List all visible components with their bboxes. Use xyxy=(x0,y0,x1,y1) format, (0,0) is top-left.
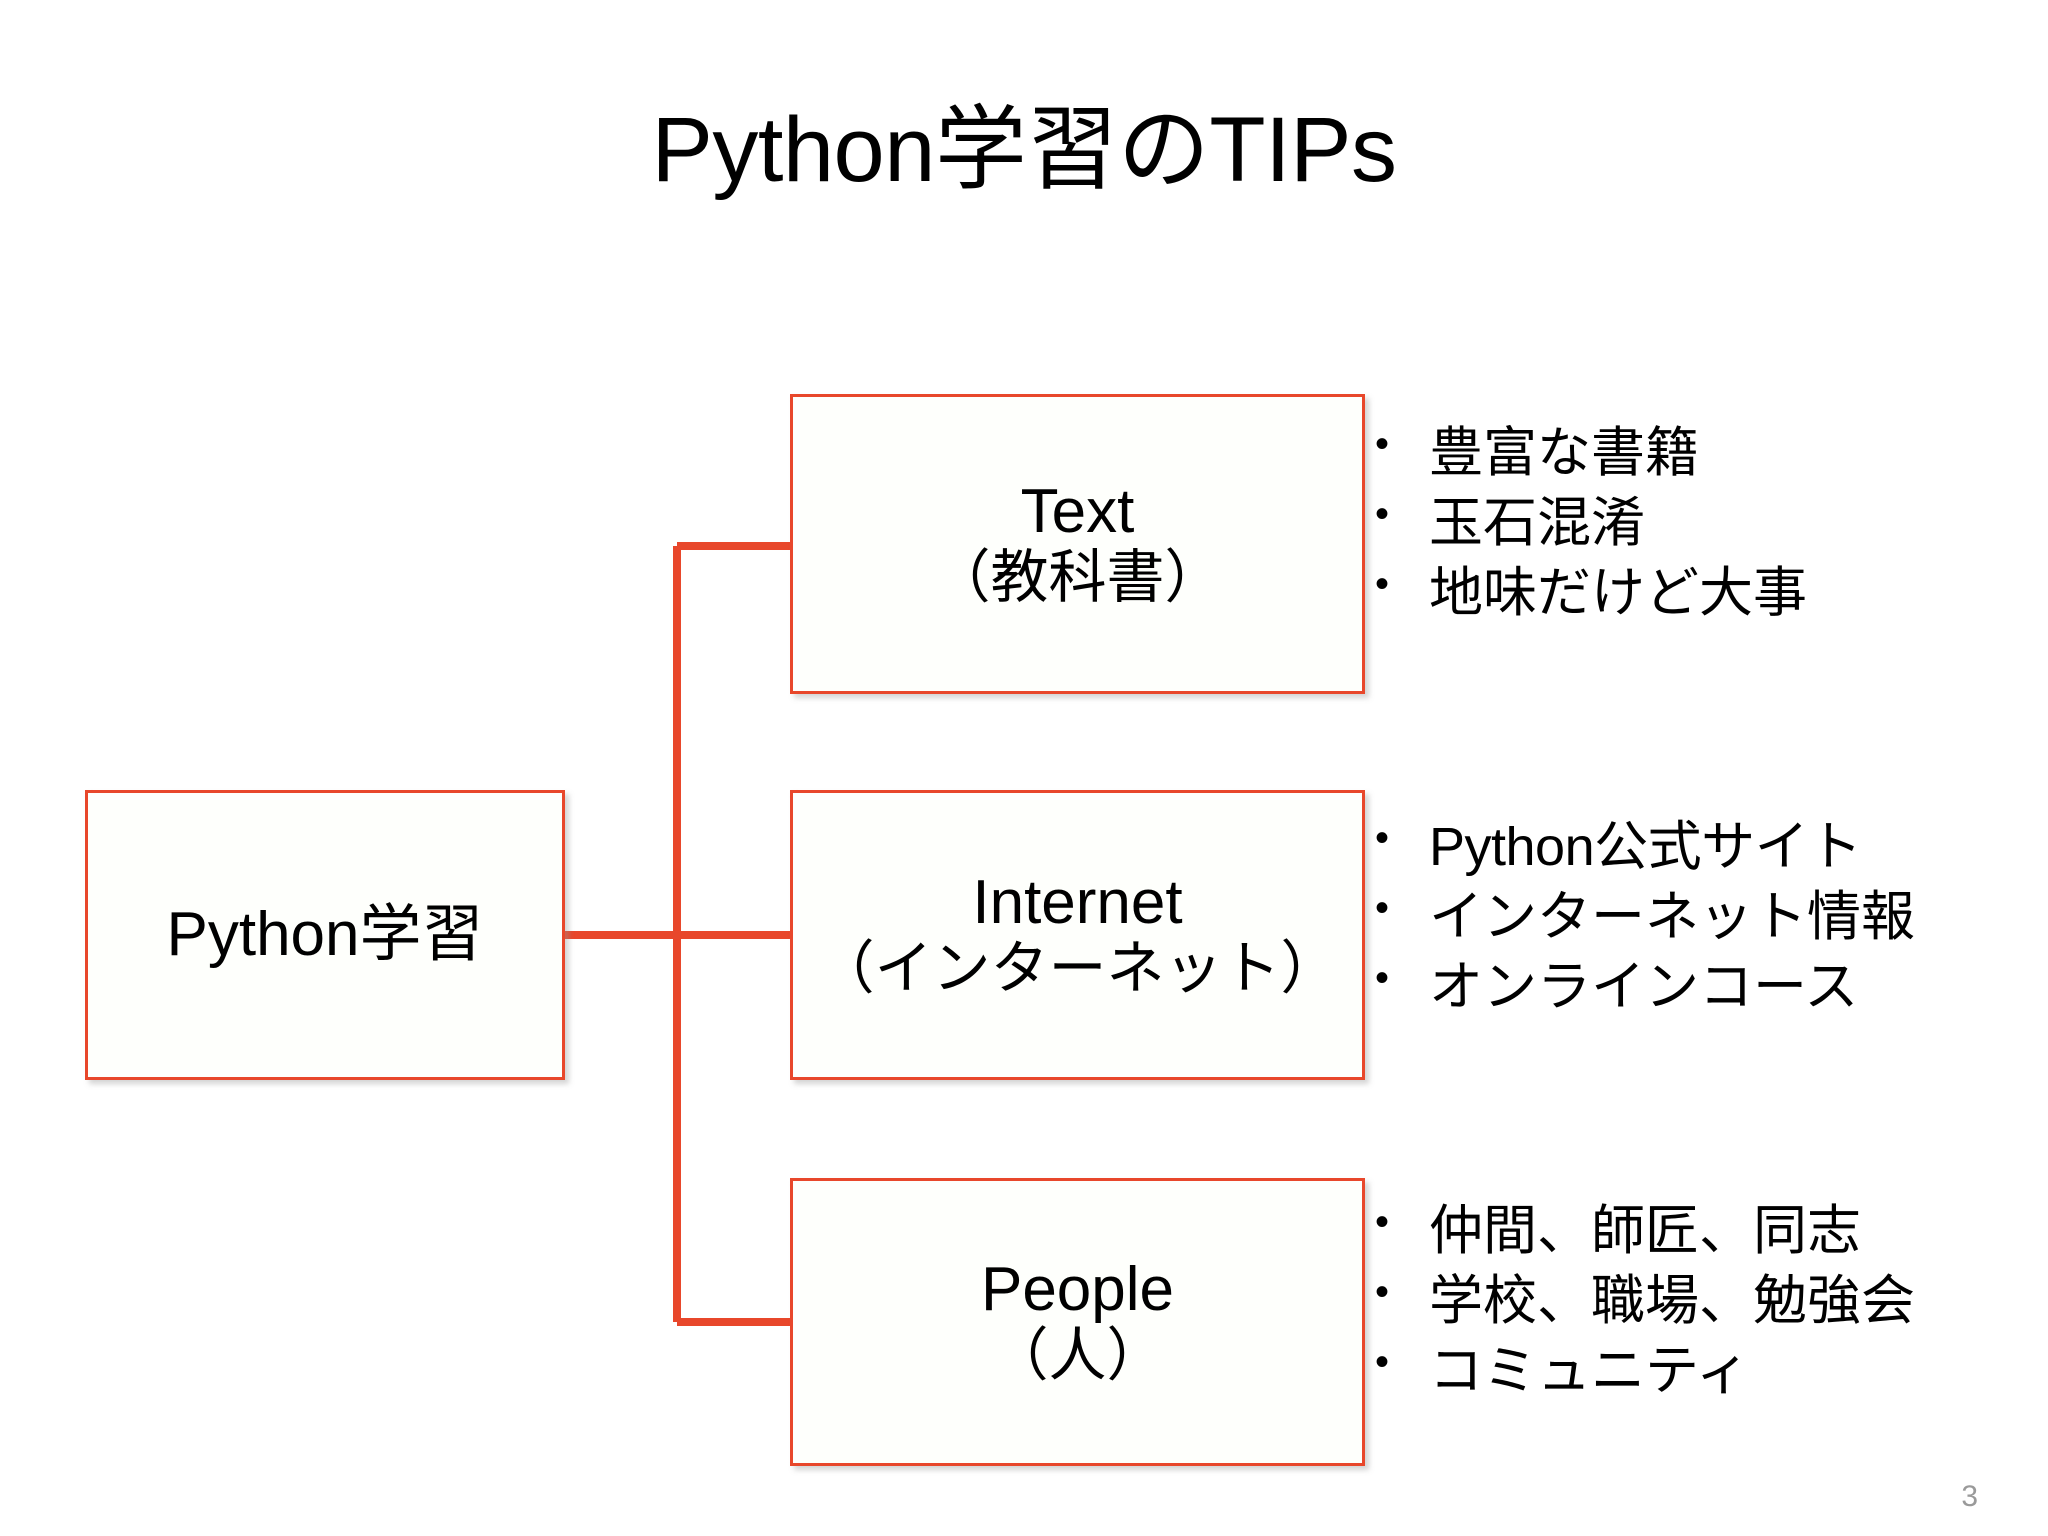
bullet-icon: • xyxy=(1375,562,1390,607)
bullet-icon: • xyxy=(1375,1340,1390,1385)
bullet-icon: • xyxy=(1375,1200,1390,1244)
node-title-text-jp: （教科書） xyxy=(932,545,1223,611)
bullet-label: Python公式サイト xyxy=(1429,817,1862,877)
bullet-label: 仲間、師匠、同志 xyxy=(1429,1201,1861,1261)
bullet-label: オンラインコース xyxy=(1429,957,1859,1018)
root-label: Python学習 xyxy=(166,900,484,970)
bullet-icon: • xyxy=(1375,816,1390,860)
node-box-internet[interactable]: Internet （インターネット） xyxy=(790,790,1365,1080)
node-title-internet-en: Internet xyxy=(972,867,1183,937)
page-number: 3 xyxy=(1961,1480,1978,1513)
list-item: • オンラインコース xyxy=(1375,952,2015,1022)
bullet-icon: • xyxy=(1375,492,1390,537)
list-item: • インターネット情報 xyxy=(1375,882,2015,952)
bullet-label: 豊富な書籍 xyxy=(1429,423,1699,483)
bullet-label: 玉石混淆 xyxy=(1429,493,1645,554)
node-box-text[interactable]: Text （教科書） xyxy=(790,394,1365,694)
bullet-icon: • xyxy=(1375,956,1390,1001)
list-item: • 玉石混淆 xyxy=(1375,488,2015,558)
list-item: • コミュニティ xyxy=(1375,1336,2015,1406)
bullet-list-people: • 仲間、師匠、同志 • 学校、職場、勉強会 • コミュニティ xyxy=(1375,1196,2015,1407)
list-item: • 学校、職場、勉強会 xyxy=(1375,1266,2015,1336)
node-title-people-en: People xyxy=(980,1254,1175,1324)
bullet-list-internet: • Python公式サイト • インターネット情報 • オンラインコース xyxy=(1375,812,2015,1023)
bullet-label: 学校、職場、勉強会 xyxy=(1429,1271,1915,1332)
list-item: • 地味だけど大事 xyxy=(1375,558,2015,628)
node-title-people-jp: （人） xyxy=(990,1323,1165,1389)
bullet-label: インターネット情報 xyxy=(1429,887,1915,948)
bullet-icon: • xyxy=(1375,422,1390,466)
page-title: Python学習のTIPs xyxy=(651,99,1397,201)
list-item: • 豊富な書籍 xyxy=(1375,418,2015,488)
list-item: • 仲間、師匠、同志 xyxy=(1375,1196,2015,1266)
node-box-root[interactable]: Python学習 xyxy=(85,790,565,1080)
bullet-icon: • xyxy=(1375,1270,1390,1315)
bullet-label: コミュニティ xyxy=(1429,1341,1750,1402)
bullet-list-text: • 豊富な書籍 • 玉石混淆 • 地味だけど大事 xyxy=(1375,418,2015,629)
node-title-text-en: Text xyxy=(1020,476,1135,546)
list-item: • Python公式サイト xyxy=(1375,812,2015,882)
node-box-people[interactable]: People （人） xyxy=(790,1178,1365,1466)
bullet-label: 地味だけど大事 xyxy=(1429,563,1807,624)
node-title-internet-jp: （インターネット） xyxy=(816,936,1339,1002)
bullet-icon: • xyxy=(1375,886,1390,931)
